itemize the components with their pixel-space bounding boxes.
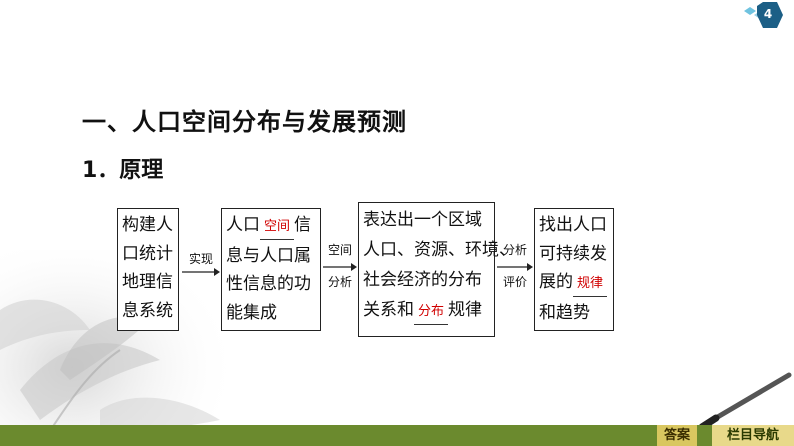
page-number: 4 (763, 7, 773, 21)
arrow3-label-top: 分析 (502, 243, 527, 257)
box4-line3-pre: 展的 (539, 272, 573, 292)
box4-line-2: 可持续发 (539, 243, 607, 264)
answer-button[interactable]: 答案 (657, 425, 697, 446)
section-nav-button[interactable]: 栏目导航 (712, 425, 794, 446)
flow-box-trends: 找出人口 可持续发 展的规律 和趋势 (534, 208, 614, 331)
box3-line4-post: 规律 (448, 300, 483, 320)
box3-line-1: 表达出一个区域 (363, 210, 482, 230)
subsection-heading: 1．原理 (82, 158, 164, 183)
box1-line-4: 息系统 (122, 300, 173, 321)
box2-line-2: 息与人口属 (226, 245, 311, 266)
arrow3-label-bottom: 评价 (502, 275, 527, 289)
flow-arrow-evaluate: 分析 评价 (497, 235, 533, 299)
section-heading: 一、人口空间分布与发展预测 (82, 108, 407, 136)
arrow-right-icon (323, 263, 357, 271)
brush-pen-decoration (698, 372, 792, 430)
arrow-right-icon (182, 268, 220, 276)
arrow2-label-top: 空间 (327, 243, 352, 257)
arrow1-label: 实现 (188, 252, 213, 266)
flow-arrow-spatial-analysis: 空间 分析 (323, 235, 357, 299)
arrow2-label-bottom: 分析 (327, 275, 352, 289)
box4-line-1: 找出人口 (539, 215, 607, 235)
flow-box-build-system: 构建人 口统计 地理信 息系统 (117, 208, 179, 331)
box2-line-4: 能集成 (226, 302, 277, 323)
box2-line-3: 性信息的功 (226, 274, 311, 294)
flow-box-integration: 人口空间信 息与人口属 性信息的功 能集成 (221, 208, 321, 331)
box3-line-2: 人口、资源、环境、 (363, 240, 516, 260)
arrow-right-icon (497, 263, 533, 271)
box1-line-1: 构建人 (122, 215, 173, 235)
footer-bar (0, 425, 794, 446)
box4-blank-answer: 规律 (573, 270, 608, 299)
box2-line1-pre: 人口 (226, 215, 260, 235)
flow-arrow-realize: 实现 (182, 242, 220, 302)
box4-line-4: 和趋势 (539, 302, 590, 323)
flow-box-distribution: 表达出一个区域 人口、资源、环境、 社会经济的分布 关系和分布规律 (358, 202, 516, 337)
page-number-badge-icon (744, 2, 783, 28)
box1-line-3: 地理信 (122, 272, 173, 292)
box3-line-3: 社会经济的分布 (363, 270, 482, 290)
box3-blank-answer: 分布 (414, 297, 449, 327)
box3-line4-pre: 关系和 (363, 300, 414, 320)
box2-line1-post: 信 (294, 215, 312, 235)
box2-blank-answer: 空间 (260, 213, 295, 242)
box1-line-2: 口统计 (122, 243, 173, 264)
